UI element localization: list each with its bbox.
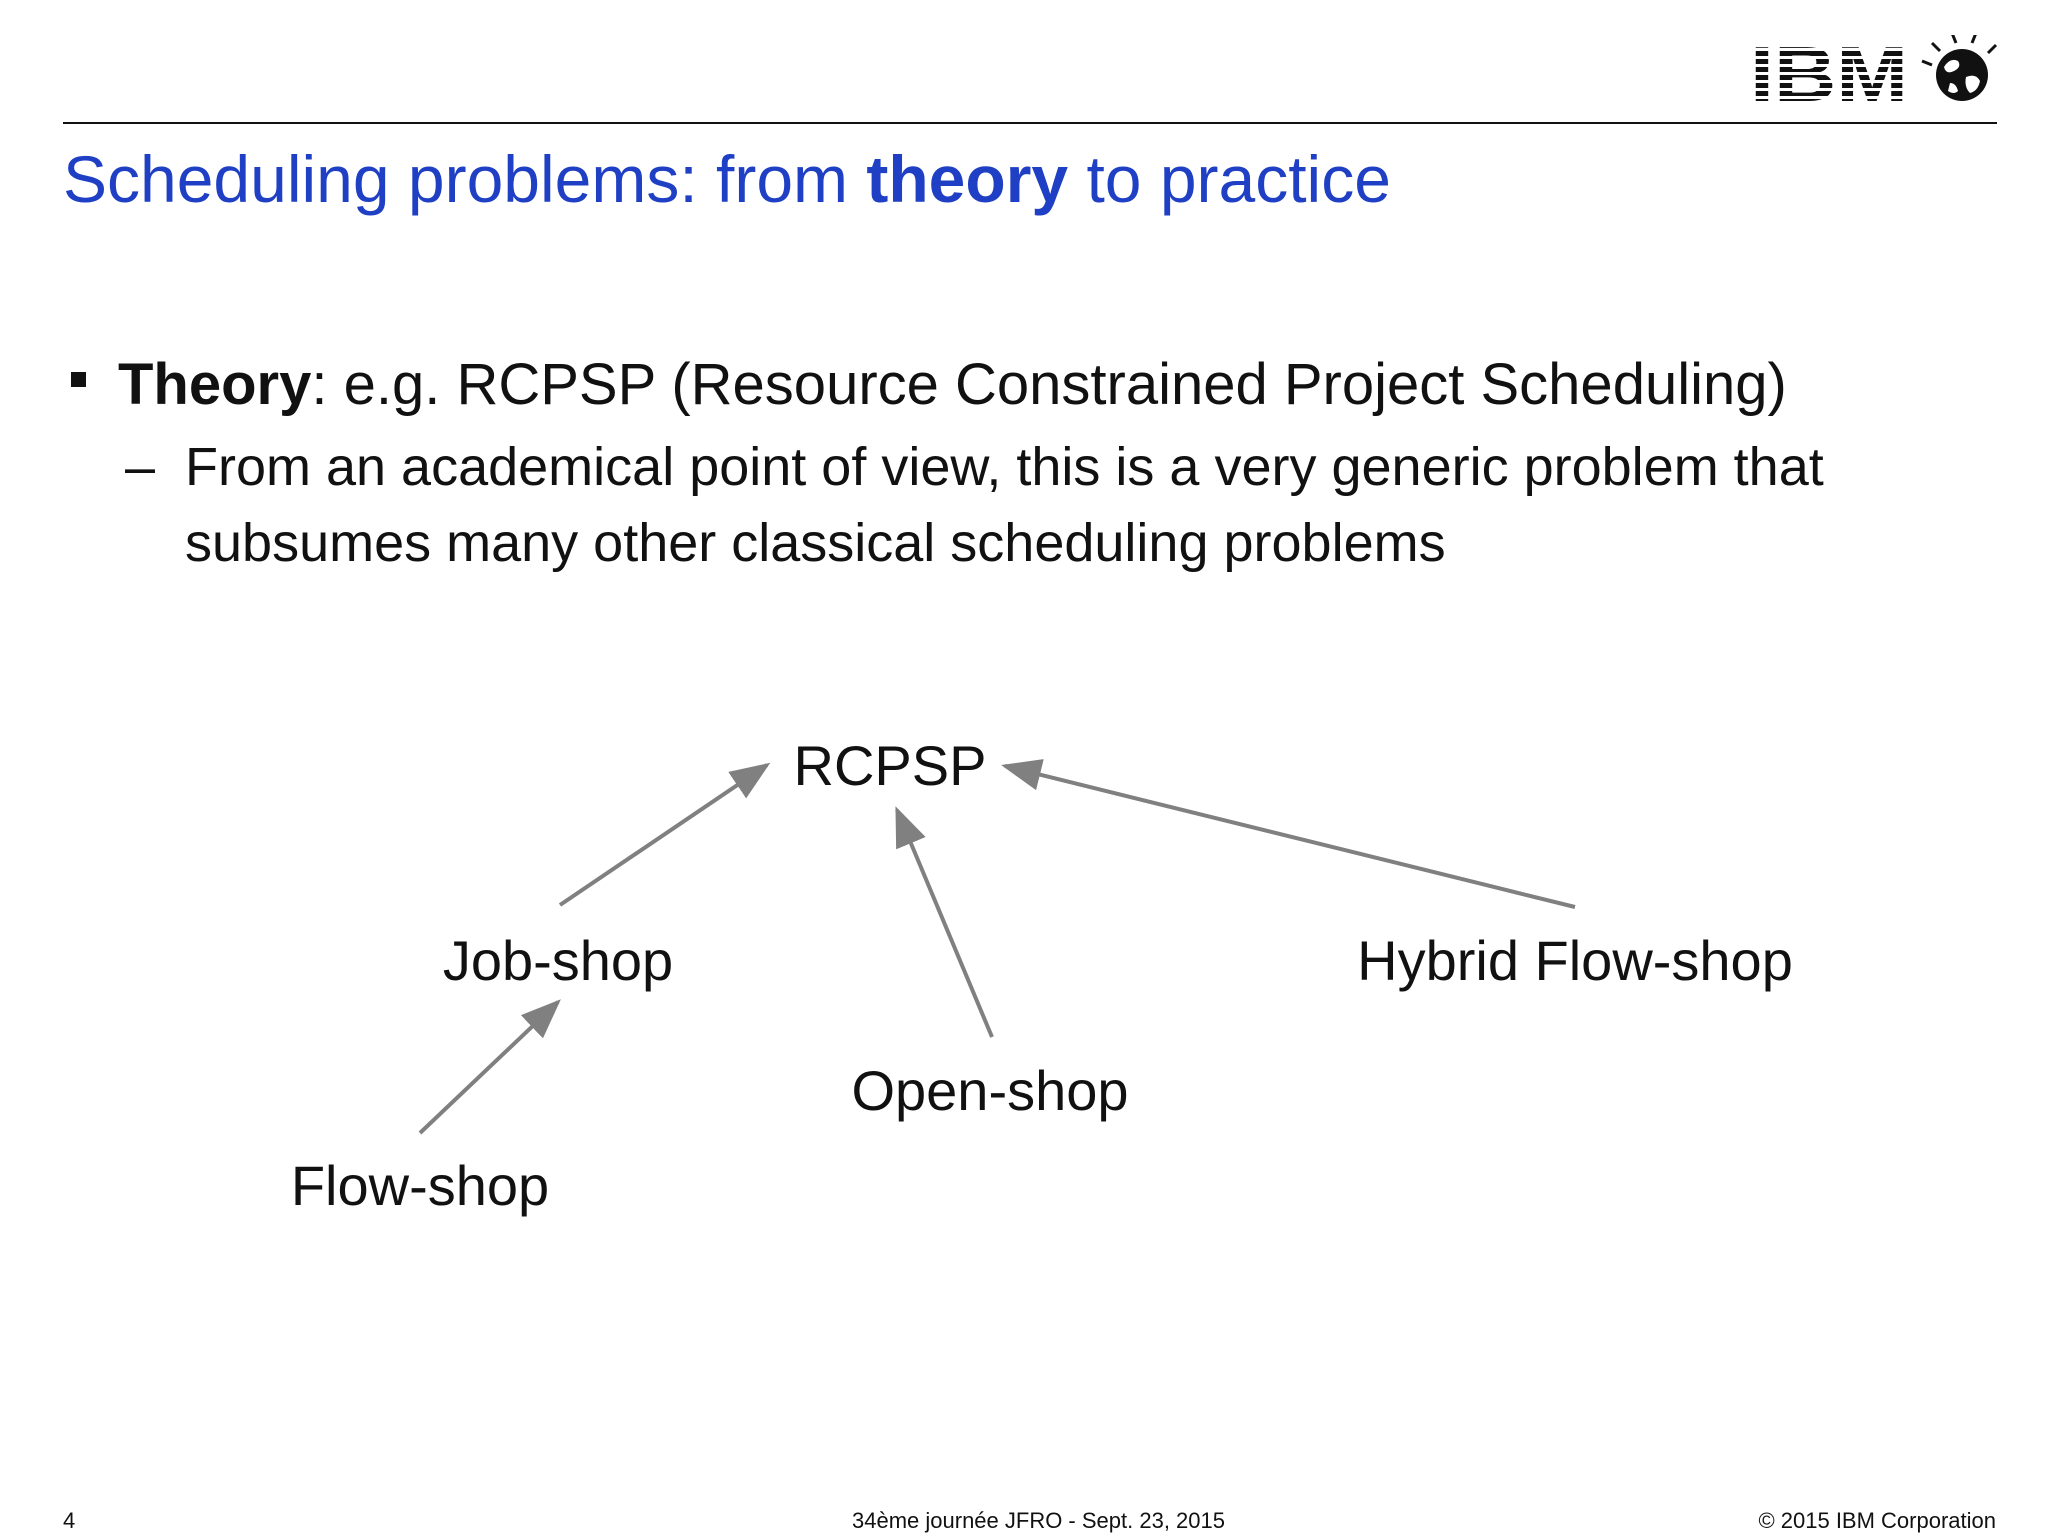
node-open-shop: Open-shop <box>851 1059 1128 1122</box>
ibm-logo-text: IBM <box>1750 35 1908 110</box>
node-job-shop: Job-shop <box>443 929 673 992</box>
title-bold: theory <box>866 142 1069 216</box>
node-flow-shop: Flow-shop <box>291 1154 549 1217</box>
bullet-rest: : e.g. RCPSP (Resource Constrained Proje… <box>311 352 1787 417</box>
dash-bullet: – <box>125 437 156 497</box>
bullet-bold: Theory <box>118 352 312 417</box>
sub-bullet-text: From an academical point of view, this i… <box>185 437 1824 573</box>
arrow-job-shop-to-rcpsp <box>558 762 771 907</box>
header-divider <box>63 122 1997 124</box>
page-number: 4 <box>63 1508 76 1533</box>
bullet-text: Theory: e.g. RCPSP (Resource Constrained… <box>118 350 1787 420</box>
arrow-open-shop-to-rcpsp <box>895 806 994 1038</box>
footer-copyright: © 2015 IBM Corporation <box>1758 1508 1996 1533</box>
arrow-flow-shop-to-job-shop <box>418 999 561 1135</box>
title-post: to practice <box>1068 142 1391 216</box>
globe-icon <box>1921 32 1998 101</box>
node-hybrid-flow-shop: Hybrid Flow-shop <box>1357 929 1793 992</box>
node-rcpsp: RCPSP <box>794 734 987 797</box>
ibm-logo: IBM <box>1750 30 2000 118</box>
arrow-hybrid-flow-shop-to-rcpsp <box>1001 759 1576 909</box>
title-pre: Scheduling problems: from <box>63 142 867 216</box>
slide-title: Scheduling problems: from theory to prac… <box>63 142 1391 218</box>
ibm-logo-graphic: IBM <box>1750 30 1998 118</box>
diagram-edges <box>418 759 1576 1135</box>
footer-event: 34ème journée JFRO - Sept. 23, 2015 <box>852 1508 1225 1533</box>
square-bullet-icon <box>71 372 86 387</box>
